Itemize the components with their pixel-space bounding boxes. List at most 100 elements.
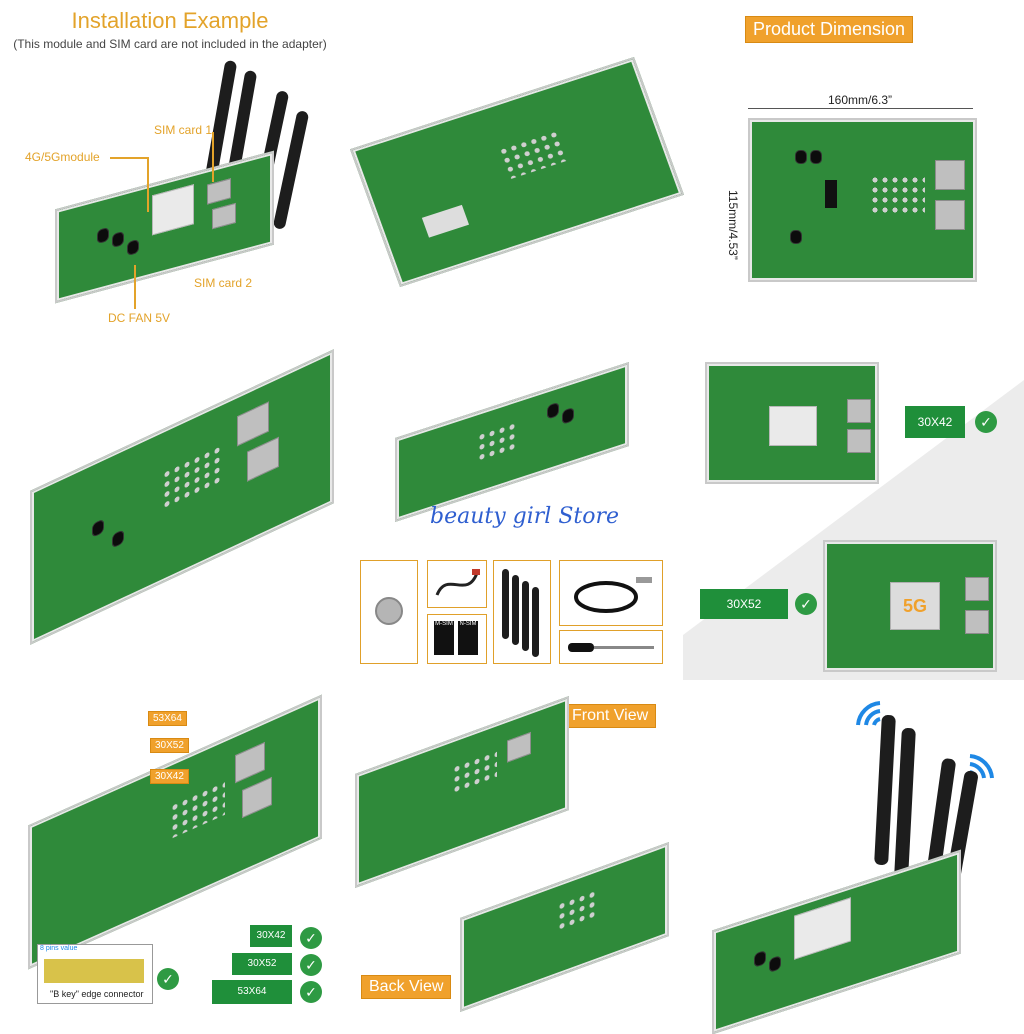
pcb-small-photo [395,361,629,523]
back-view-tag: Back View [361,975,452,999]
sim-slot [212,202,236,230]
pcb-top-photo [748,118,977,282]
size-badge-30x52: 30X52 [232,953,292,975]
dimension-line [748,108,973,109]
pad-grid [870,175,925,215]
pad-grid [497,128,569,180]
store-watermark: beauty girl Store [430,504,620,529]
pad-grid [557,888,597,933]
edge-connector-diagram: 8 pins value "B key" edge connector [37,944,153,1004]
module-5g-card: 5G [890,582,940,630]
pcb-30x52-photo: 5G [823,540,997,672]
sim-slot [237,401,269,447]
size-badge-53x64: 53X64 [212,980,292,1004]
check-icon: ✓ [157,968,179,990]
capacitor [562,406,574,425]
check-icon: ✓ [300,954,322,976]
capacitor [795,150,807,164]
antenna [894,727,916,879]
antenna [874,714,896,866]
capacitor [754,949,766,968]
screwdriver-shaft [594,646,654,649]
dimension-width: 160mm/6.3” [828,93,893,107]
antenna [502,569,509,639]
capacitor [810,150,822,164]
pcb-front-photo [355,696,569,888]
installation-title: Installation Example [71,8,269,33]
pad-grid [452,749,497,796]
label-sticker [421,204,470,238]
callout-sim2: SIM card 2 [194,276,253,290]
size-badge-30x42: 30X42 [250,925,292,947]
callout-line [147,157,149,212]
pcb-30x42-photo [705,362,879,484]
accessory-screwdriver [559,630,663,664]
sim-slot [847,429,871,453]
capacitor [790,230,802,244]
sim-slot [935,160,965,190]
capacitor [112,230,124,249]
antenna [512,575,519,645]
size-label-30x42: 30X42 [150,769,189,784]
sim-slot [242,776,272,819]
size-label-53x64: 53X64 [148,711,187,726]
pcb-back-view-photo [460,841,669,1013]
callout-line [212,132,214,182]
installation-subtitle: (This module and SIM card are not includ… [13,37,327,51]
accessory-antennas [493,560,551,664]
check-icon: ✓ [795,593,817,615]
sim-slot [935,200,965,230]
antenna [522,581,529,651]
capacitor [92,518,104,538]
check-icon: ✓ [975,411,997,433]
module-card [794,897,851,960]
capacitor [127,238,139,257]
front-view-tag: Front View [564,704,657,728]
callout-fan: DC FAN 5V [108,311,171,325]
sim-slot [207,178,231,205]
installation-photo [40,59,340,320]
accessory-sim-adapters: M-SIM N-SIM [427,614,487,664]
screw-icon [375,597,403,625]
edge-pins [44,959,144,983]
dimension-height: 115mm/4.53” [726,190,740,260]
size-badge-30x42: 30X42 [905,406,965,438]
pcb-antenna-photo [712,849,961,1034]
capacitor [97,226,109,245]
capacitor [547,401,559,420]
sim-slot [847,399,871,423]
size-label-30x52: 30X52 [150,738,189,753]
module-card [152,184,194,236]
usb-cable-icon [574,577,652,613]
screwdriver-handle-icon [568,643,594,652]
pad-grid [162,443,222,512]
sim-card-a: M-SIM [434,621,454,655]
pin-label: 8 pins value [40,945,78,952]
pcb-back-photo [349,56,685,288]
sim-card-b: N-SIM [458,621,478,655]
antenna [532,587,539,657]
pad-grid [170,779,225,840]
sim-slot [507,731,531,763]
sim-slot [247,436,279,482]
accessory-cable [427,560,487,608]
callout-sim1: SIM card 1 [154,123,213,137]
wifi-signal-icon [856,701,881,726]
sim-slot [965,577,989,601]
check-icon: ✓ [300,981,322,1003]
pcb-angled-photo [30,349,334,645]
capacitor [769,955,781,973]
dimension-tag: Product Dimension [745,16,914,43]
size-badge-30x52: 30X52 [700,589,788,619]
check-icon: ✓ [300,927,322,949]
callout-line [110,157,148,159]
module-card [769,406,817,446]
edge-connector-label: "B key" edge connector [50,989,144,999]
accessory-screws [360,560,418,664]
accessory-usb-cable [559,560,663,626]
chip [825,180,837,208]
callout-module: 4G/5Gmodule [25,150,100,164]
callout-line [134,265,136,309]
pad-grid [477,420,517,464]
capacitor [112,529,124,549]
